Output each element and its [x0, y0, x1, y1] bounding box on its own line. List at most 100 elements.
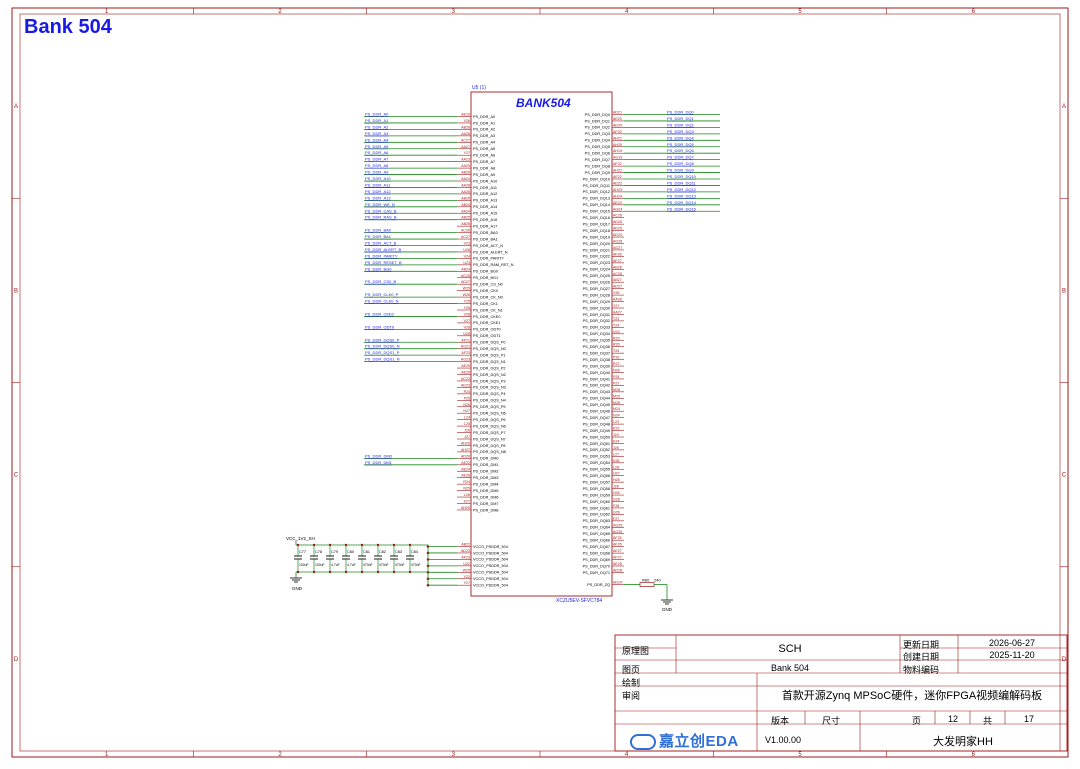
- pin-name-right: PS_DDR_DQ2: [585, 126, 610, 130]
- pin-name-left: PS_DDR_A10: [473, 179, 497, 183]
- pin-number-right: AF25: [613, 536, 622, 540]
- pin-number-right: AE22: [613, 175, 622, 179]
- pin-number-right: AF27: [613, 259, 622, 263]
- junction-dot: [392, 570, 396, 574]
- pin-name-left: PS_DDR_DM6: [473, 495, 499, 499]
- pin-number-right: M28: [613, 388, 620, 392]
- pin-name-left: PS_DDR_DM3: [473, 476, 499, 480]
- pin-name-left: PS_DDR_CK_N0: [473, 295, 503, 299]
- pin-name-right: PS_DDR_DQ64: [583, 526, 610, 530]
- border-row-label: B: [1062, 288, 1066, 294]
- net-label-left: PS_DDR_A10: [365, 176, 391, 181]
- pin-number-left: Y26: [464, 306, 470, 310]
- pin-number-right: AD27: [613, 285, 622, 289]
- net-label-left: PS_DDR_ALERT_B: [365, 247, 401, 252]
- net-label-left: PS_DDR_A3: [365, 131, 389, 136]
- cap-ref: C79: [331, 550, 338, 554]
- pin-name-left: PS_DDR_BG0: [473, 270, 498, 274]
- pin-name-right: PS_DDR_DQ31: [583, 313, 610, 317]
- tb-label-update: 更新日期: [903, 640, 940, 650]
- pin-name-left: PS_DDR_DQS_N4: [473, 399, 506, 403]
- pin-number-right: AC26: [613, 214, 622, 218]
- border-col-label: 2: [278, 752, 282, 758]
- net-label-left: PS_DDR_RAS_B: [365, 215, 397, 220]
- pin-name-left: PS_DDR_DQS_P4: [473, 392, 506, 396]
- pin-name-left: PS_DDR_CK1: [473, 302, 498, 306]
- pin-number-left: V23: [464, 242, 470, 246]
- border-row-label: A: [14, 104, 18, 110]
- pin-number-left: V27: [464, 319, 470, 323]
- net-label-right: PS_DDR_DQ4: [667, 135, 694, 140]
- pin-number-right: T23: [613, 317, 619, 321]
- cap-value: 470nF: [379, 563, 389, 567]
- net-label-right: PS_DDR_DQ10: [667, 174, 697, 179]
- pin-number-right: K28: [613, 459, 619, 463]
- net-label-right: PS_DDR_DQ5: [667, 142, 694, 147]
- pin-number-left: AB26: [461, 222, 470, 226]
- net-label-left: PS_DDR_A2: [365, 124, 389, 129]
- pin-name-left: PS_DDR_DQS_P0: [473, 341, 506, 345]
- pin-number-right: L27: [613, 452, 619, 456]
- pin-name-left: PS_DDR_A6: [473, 154, 495, 158]
- pin-name-right: PS_DDR_DQ8: [585, 164, 610, 168]
- pin-number-right: AH23: [613, 188, 622, 192]
- border-row-label: C: [14, 473, 19, 479]
- pin-number-right: P27: [613, 381, 619, 385]
- net-label-right: PS_DDR_DQ6: [667, 148, 694, 153]
- junction-dot: [312, 543, 316, 547]
- pin-number-right: AG28: [613, 240, 622, 244]
- border-col-label: 6: [972, 752, 976, 758]
- pin-name-left: PS_DDR_PARITY: [473, 257, 504, 261]
- pin-number-right: P26: [613, 356, 619, 360]
- pin-name-right: PS_DDR_DQ59: [583, 493, 610, 497]
- sheet-title: Bank 504: [24, 16, 112, 38]
- pin-number-left: AA24: [461, 177, 470, 181]
- pin-number-vcc: U22: [463, 562, 470, 566]
- pin-name-left: PS_DDR_BA1: [473, 237, 498, 241]
- pin-name-right: PS_DDR_DQ18: [583, 229, 610, 233]
- pin-number-left: R24: [463, 480, 470, 484]
- pin-name-left: PS_DDR_DM7: [473, 502, 499, 506]
- net-label-right: PS_DDR_DQ8: [667, 161, 694, 166]
- pin-name-left: PS_DDR_DQS_P3: [473, 379, 506, 383]
- eda-logo: 嘉立创EDA: [630, 730, 739, 751]
- pin-number-right: AF22: [613, 162, 622, 166]
- net-label-left: PS_DDR_CS0_B: [365, 279, 396, 284]
- pin-name-left: PS_DDR_A4: [473, 141, 495, 145]
- net-label-left: PS_DDR_BA0: [365, 228, 392, 233]
- pin-name-right: PS_DDR_DQ15: [583, 210, 610, 214]
- junction-dot: [344, 570, 348, 574]
- pin-name-right: PS_DDR_DQ23: [583, 261, 610, 265]
- pin-name-right: PS_DDR_DQ63: [583, 519, 610, 523]
- pin-name-right: PS_DDR_DQ45: [583, 403, 610, 407]
- pin-name-right: PS_DDR_DQ46: [583, 410, 610, 414]
- pin-number-left: K27: [464, 500, 470, 504]
- zq-resistor-ref: R60: [642, 578, 650, 583]
- pin-number-right: AA27: [613, 310, 622, 314]
- pin-number-right: L28: [613, 465, 619, 469]
- tb-label-page: 图页: [622, 665, 641, 675]
- pin-name-right: PS_DDR_DQ49: [583, 429, 610, 433]
- net-label-left: PS_DDR_ACT_B: [365, 241, 397, 246]
- pin-number-left: AA27: [461, 145, 470, 149]
- pin-name-right: PS_DDR_DQ10: [583, 177, 610, 181]
- pin-name-left: PS_DDR_CS_N0: [473, 283, 503, 287]
- pin-name-left: PS_DDR_A7: [473, 160, 495, 164]
- pin-name-left: PS_DDR_DQS_P2: [473, 366, 506, 370]
- pin-name-left: PS_DDR_CKE0: [473, 315, 500, 319]
- pin-name-left: PS_DDR_DQS_P8: [473, 444, 506, 448]
- pin-name-left: PS_DDR_A13: [473, 199, 497, 203]
- pin-name-left: PS_DDR_ALERT_N: [473, 250, 508, 254]
- cap-value: 470nF: [411, 563, 421, 567]
- pin-name-left: PS_DDR_ACT_N: [473, 244, 503, 248]
- pin-name-left: PS_DDR_A12: [473, 192, 497, 196]
- pin-name-left: PS_DDR_A5: [473, 147, 495, 151]
- pin-name-left: PS_DDR_DM8: [473, 508, 499, 512]
- pin-number-left: AB26: [461, 125, 470, 129]
- tb-sheet-no: 12: [948, 714, 959, 724]
- pin-number-right: Y27: [613, 304, 619, 308]
- pin-number-right: AF20: [613, 130, 622, 134]
- pin-number-left: AE28: [461, 474, 470, 478]
- pin-number-right: T24: [613, 323, 619, 327]
- pin-number-right: R26: [613, 343, 620, 347]
